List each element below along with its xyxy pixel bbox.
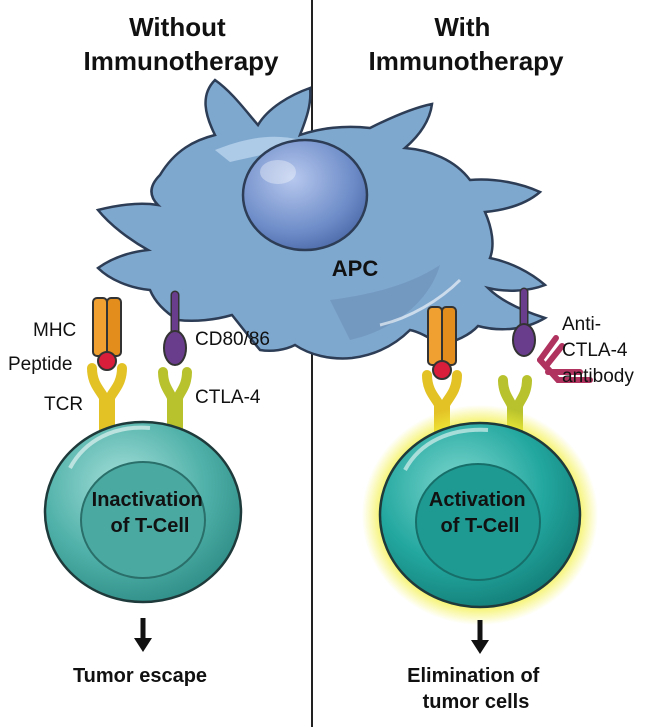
- left-ctla4: [158, 367, 192, 437]
- apc-shadow: [330, 265, 440, 340]
- apc-nucleus: [241, 138, 369, 252]
- header-right: With Immunotherapy: [368, 12, 564, 76]
- outcome-right: Elimination of tumor cells: [407, 665, 545, 713]
- label-tcr: TCR: [44, 394, 83, 415]
- label-cd80-86: CD80/86: [195, 329, 270, 350]
- tcell-left-label: Inactivation of T-Cell: [92, 489, 209, 537]
- right-tcell: [362, 405, 598, 625]
- apc-cell: [95, 78, 549, 360]
- apc-nucleus-shine: [260, 160, 296, 184]
- left-mhc: [92, 297, 122, 357]
- right-cd80: [512, 287, 536, 357]
- anti-ctla4-antibody: [537, 335, 593, 383]
- right-mhc: [427, 306, 457, 366]
- header-left: Without Immunotherapy: [83, 12, 279, 76]
- left-cd80: [163, 290, 187, 366]
- tcell-right-label: Activation of T-Cell: [429, 489, 531, 537]
- right-arrow: [471, 620, 489, 654]
- label-ctla4: CTLA-4: [195, 387, 261, 408]
- outcome-left: Tumor escape: [73, 665, 207, 687]
- apc-label: APC: [332, 256, 379, 281]
- right-peptide: [432, 360, 452, 380]
- left-tcr: [87, 363, 127, 437]
- left-tcell: [43, 420, 243, 604]
- label-mhc: MHC: [33, 320, 76, 341]
- label-peptide: Peptide: [8, 354, 72, 375]
- antibody-label: Anti- CTLA-4 antibody: [562, 314, 634, 387]
- left-arrow: [134, 618, 152, 652]
- apc-membrane-edge: [379, 278, 462, 327]
- apc-highlight: [215, 136, 300, 162]
- left-peptide: [97, 351, 117, 371]
